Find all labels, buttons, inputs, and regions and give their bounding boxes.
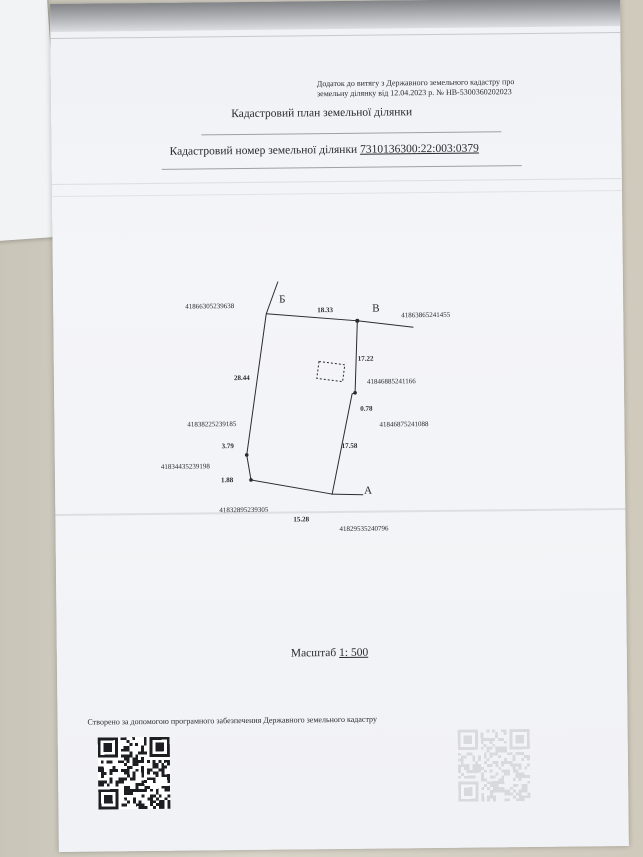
- point-coordinate: 41832895239305: [219, 505, 269, 515]
- qr-code-icon: [457, 729, 531, 802]
- segment-length: 18.33: [317, 306, 334, 315]
- vertex-marker: [249, 478, 253, 482]
- scale-value: 1: 500: [339, 646, 369, 660]
- corner-label-v: В: [372, 302, 380, 315]
- boundary-extension: [331, 493, 364, 496]
- segment-length: 0.78: [360, 404, 373, 413]
- segment-length: 28.44: [233, 373, 250, 383]
- boundary-extension: [265, 281, 279, 314]
- corner-label-b: Б: [279, 293, 286, 306]
- vertex-marker: [244, 453, 249, 457]
- point-coordinate: 41829535240796: [339, 524, 389, 533]
- segment-length: 3.79: [221, 442, 234, 451]
- point-coordinate: 41838225239185: [187, 420, 237, 429]
- scale-label: Масштаб: [290, 647, 337, 660]
- vertex-marker: [353, 391, 357, 395]
- qr-code-icon: [97, 736, 171, 810]
- scale-row: Масштаб 1: 500: [291, 647, 368, 660]
- point-coordinate: 41846885241166: [366, 377, 416, 386]
- point-coordinate: 41846875241088: [379, 420, 429, 429]
- building-outline: [316, 360, 346, 383]
- segment-length: 15.28: [293, 515, 310, 524]
- cadastral-plan-drawing: [244, 281, 414, 496]
- segment-length: 1.88: [220, 476, 234, 485]
- document-page: Додаток до витягу з Державного земельног…: [50, 0, 629, 852]
- parcel-boundary: [246, 313, 358, 495]
- boundary-extension: [357, 320, 414, 328]
- point-coordinate: 41834435239198: [160, 462, 210, 471]
- segment-length: 17.22: [357, 354, 374, 363]
- point-coordinate: 41866305239638: [185, 302, 235, 311]
- segment-length: 17.58: [341, 441, 358, 450]
- vertex-marker: [355, 318, 360, 323]
- point-coordinate: 41863865241455: [401, 310, 451, 320]
- corner-label-a: А: [364, 484, 373, 497]
